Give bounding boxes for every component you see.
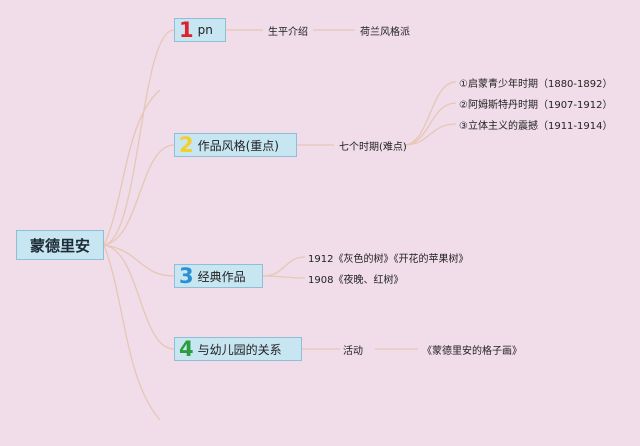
leaf-b2-periods[interactable]: 七个时期(难点) [339, 142, 407, 153]
branch-number-3: 3 [179, 263, 194, 288]
branch-label-2: 作品风格(重点) [197, 138, 279, 153]
root-label: 蒙德里安 [29, 236, 90, 255]
connector-root-extra-bottom [103, 244, 161, 421]
connector-root-extra-top [103, 89, 161, 246]
leaf-b3-work-1912[interactable]: 1912《灰色的树》《开花的苹果树》 [308, 254, 469, 265]
branch-label-3: 经典作品 [197, 269, 246, 284]
branch-label-1: pn [197, 23, 213, 37]
leaf-b2-period-3[interactable]: ③立体主义的震撼（1911-1914） [459, 121, 613, 132]
leaf-b1-destijl[interactable]: 荷兰风格派 [360, 27, 410, 38]
leaf-b2-period-2[interactable]: ②阿姆斯特丹时期（1907-1912） [459, 100, 613, 111]
connector-b2-sub3 [403, 123, 457, 146]
leaf-b2-period-1[interactable]: ①启蒙青少年时期（1880-1892） [459, 79, 613, 90]
root-node[interactable]: 蒙德里安 [16, 230, 104, 260]
connector-b2-sub2 [403, 102, 457, 146]
branch-node-3[interactable]: 3 经典作品 [174, 264, 263, 288]
connector-b2-sub1 [403, 81, 457, 146]
connector-b3-c2 [262, 275, 306, 279]
branch-node-4[interactable]: 4 与幼儿园的关系 [174, 337, 302, 361]
leaf-b3-work-1908[interactable]: 1908《夜晚、红树》 [308, 275, 404, 286]
branch-number-2: 2 [179, 132, 194, 157]
connector-root-branch-4 [103, 244, 175, 350]
branch-number-4: 4 [179, 336, 194, 361]
connector-root-branch-3 [103, 244, 175, 277]
leaf-b4-grid-painting[interactable]: 《蒙德里安的格子画》 [422, 346, 522, 357]
branch-node-2[interactable]: 2 作品风格(重点) [174, 133, 297, 157]
connector-root-branch-1 [103, 29, 175, 246]
branch-node-1[interactable]: 1 pn [174, 18, 226, 42]
connector-b3-c1 [262, 256, 306, 277]
connector-root-branch-2 [103, 144, 175, 246]
leaf-b1-bio[interactable]: 生平介绍 [268, 27, 308, 38]
branch-number-1: 1 [179, 17, 194, 42]
branch-label-4: 与幼儿园的关系 [197, 342, 282, 357]
leaf-b4-activity[interactable]: 活动 [343, 346, 363, 357]
